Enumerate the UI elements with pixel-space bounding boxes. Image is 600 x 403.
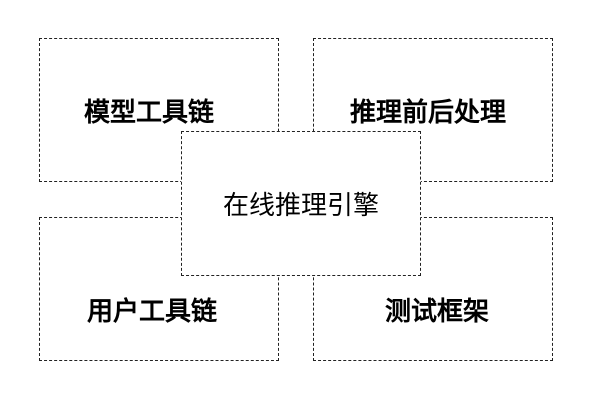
node-label: 推理前后处理 xyxy=(349,97,506,128)
node-label: 用户工具链 xyxy=(86,296,217,327)
node-label: 测试框架 xyxy=(384,296,489,327)
node-label: 模型工具链 xyxy=(83,97,214,128)
node-label: 在线推理引擎 xyxy=(222,191,379,221)
node-model-toolchain: 模型工具链 xyxy=(39,38,279,182)
node-test-framework: 测试框架 xyxy=(313,217,553,361)
node-online-inference-engine: 在线推理引擎 xyxy=(181,131,421,276)
node-inference-pre-post-processing: 推理前后处理 xyxy=(313,38,553,182)
